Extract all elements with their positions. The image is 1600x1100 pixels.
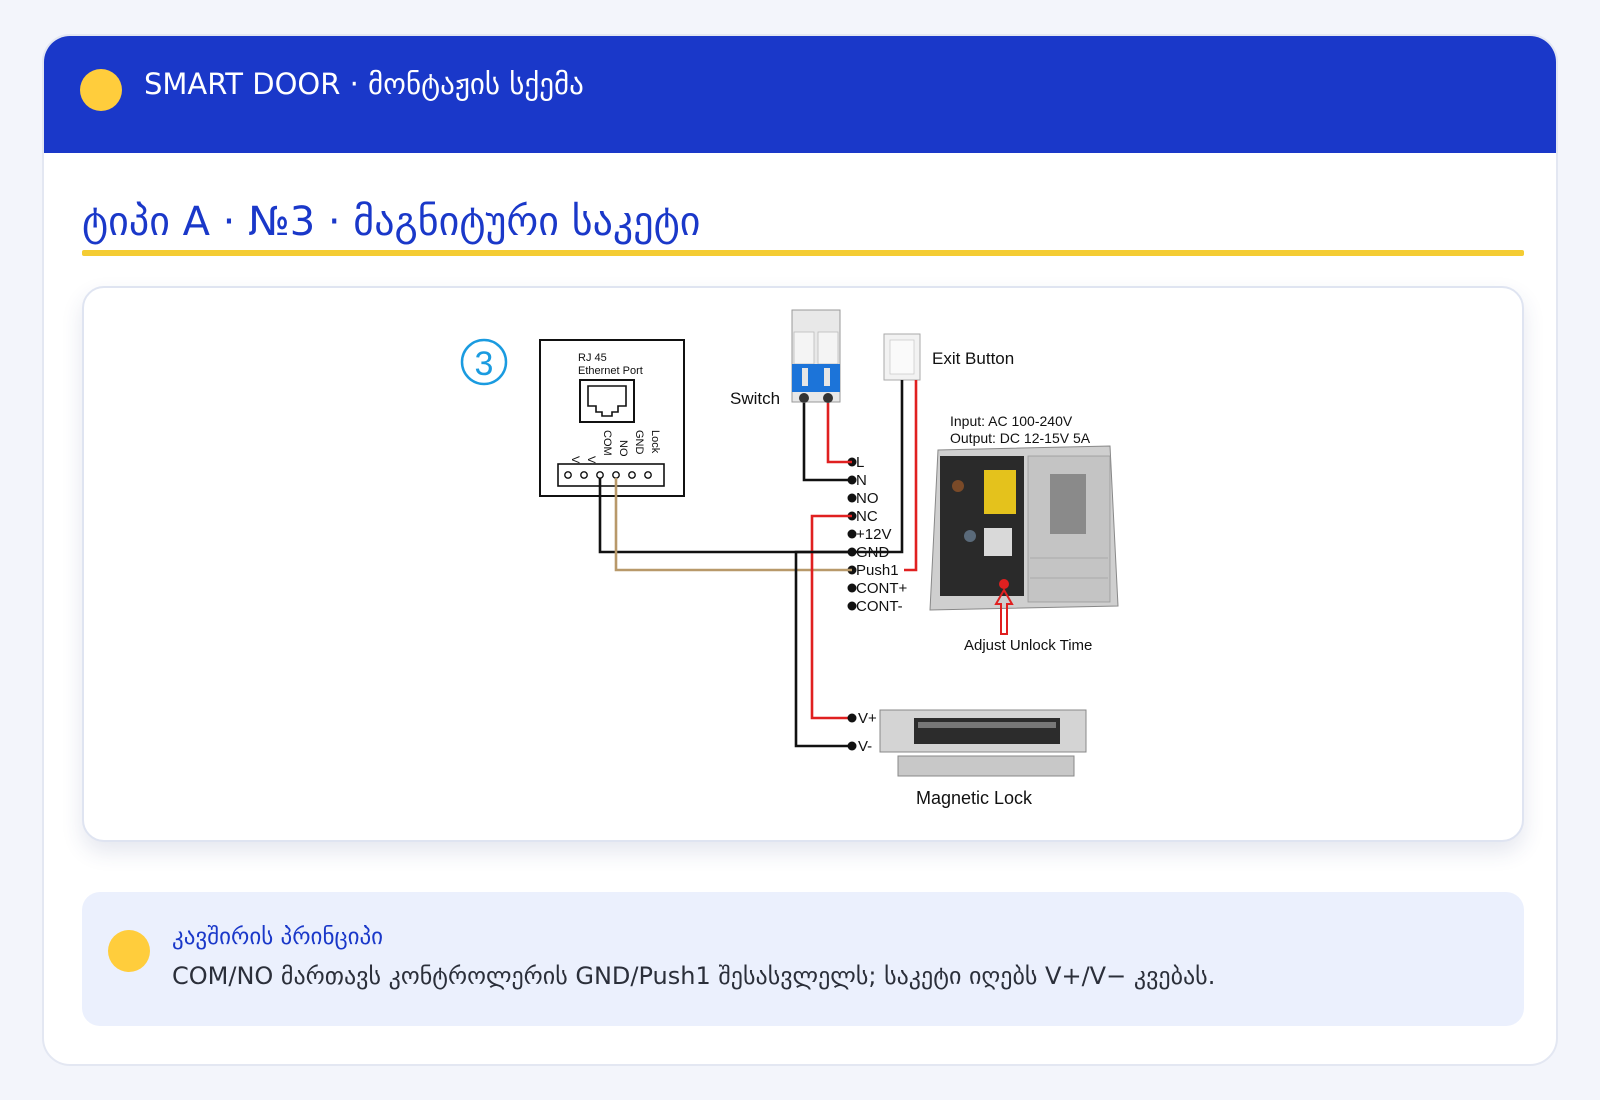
adjust-unlock-label: Adjust Unlock Time bbox=[964, 637, 1092, 654]
lock-terminal-dot bbox=[847, 713, 857, 723]
wire-switch-n bbox=[802, 403, 852, 482]
exit-button-icon bbox=[883, 333, 921, 381]
rj45-port-icon bbox=[579, 379, 635, 423]
note-text: COM/NO მართავს კონტროლერის GND/Push1 შეს… bbox=[172, 962, 1216, 990]
wire-exit-gnd bbox=[852, 380, 904, 554]
psu-terminal-l: L bbox=[856, 454, 864, 471]
psu-input-label: Input: AC 100-240V bbox=[950, 413, 1073, 429]
wiring-diagram-panel: 3 RJ 45 Ethernet Port V+ V- COM NO GND L… bbox=[82, 286, 1524, 842]
psu-terminal-cont-minus: CONT- bbox=[856, 598, 903, 615]
port-label-line2: Ethernet Port bbox=[578, 365, 643, 377]
wire-no-push1 bbox=[614, 478, 852, 572]
psu-output-label: Output: DC 12-15V 5A bbox=[950, 430, 1091, 446]
psu-terminal-dot bbox=[847, 529, 857, 539]
pin-label-vminus: V- bbox=[585, 456, 597, 467]
adjust-arrow-icon bbox=[994, 587, 1014, 635]
psu-terminal-no: NO bbox=[856, 490, 879, 507]
wire-gnd-lock-vminus bbox=[794, 550, 852, 748]
main-card: SMART DOOR · მონტაჟის სქემა ტიპი A · №3 … bbox=[42, 34, 1558, 1066]
psu-terminal-12v: +12V bbox=[856, 526, 891, 543]
pin-label-lock: Lock bbox=[649, 430, 661, 454]
switch-label: Switch bbox=[730, 389, 780, 408]
principle-note: კავშირის პრინციპი COM/NO მართავს კონტროლ… bbox=[82, 892, 1524, 1026]
note-dot-icon bbox=[108, 930, 150, 972]
psu-terminal-cont-plus: CONT+ bbox=[856, 580, 907, 597]
psu-terminal-dot bbox=[847, 583, 857, 593]
lock-terminal-dot bbox=[847, 741, 857, 751]
circuit-breaker-icon bbox=[791, 309, 841, 403]
psu-terminal-dot bbox=[847, 493, 857, 503]
page-title: ტიპი A · №3 · მაგნიტური საკეტი bbox=[82, 199, 701, 245]
header-dot-icon bbox=[80, 69, 122, 111]
step-badge bbox=[460, 338, 508, 386]
psu-terminal-dot bbox=[847, 601, 857, 611]
controller-terminal-block bbox=[557, 463, 665, 487]
wire-switch-l bbox=[826, 403, 852, 464]
wire-nc-lock-vplus bbox=[810, 514, 852, 720]
psu-terminal-push1: Push1 bbox=[856, 562, 899, 579]
power-supply-icon bbox=[929, 445, 1119, 611]
header-title: SMART DOOR · მონტაჟის სქემა bbox=[144, 67, 584, 101]
psu-terminal-n: N bbox=[856, 472, 867, 489]
psu-terminal-nc: NC bbox=[856, 508, 878, 525]
magnetic-lock-icon bbox=[879, 709, 1087, 777]
pin-label-com: COM bbox=[601, 430, 613, 456]
port-label-line1: RJ 45 bbox=[578, 352, 607, 364]
magnetic-lock-label: Magnetic Lock bbox=[916, 788, 1033, 808]
wire-com-gnd bbox=[598, 478, 852, 554]
header-bar: SMART DOOR · მონტაჟის სქემა bbox=[44, 36, 1556, 153]
step-number: 3 bbox=[475, 345, 494, 383]
pin-label-gnd: GND bbox=[633, 430, 645, 455]
title-underline bbox=[82, 250, 1524, 256]
wire-exit-push1 bbox=[904, 380, 918, 572]
lock-terminal-vminus: V- bbox=[858, 738, 872, 755]
pin-label-no: NO bbox=[617, 440, 629, 457]
exit-button-label: Exit Button bbox=[932, 349, 1014, 368]
wiring-diagram: 3 RJ 45 Ethernet Port V+ V- COM NO GND L… bbox=[460, 309, 1119, 808]
wires bbox=[598, 380, 918, 748]
note-title: კავშირის პრინციპი bbox=[172, 924, 384, 950]
lock-terminal-vplus: V+ bbox=[858, 710, 877, 727]
